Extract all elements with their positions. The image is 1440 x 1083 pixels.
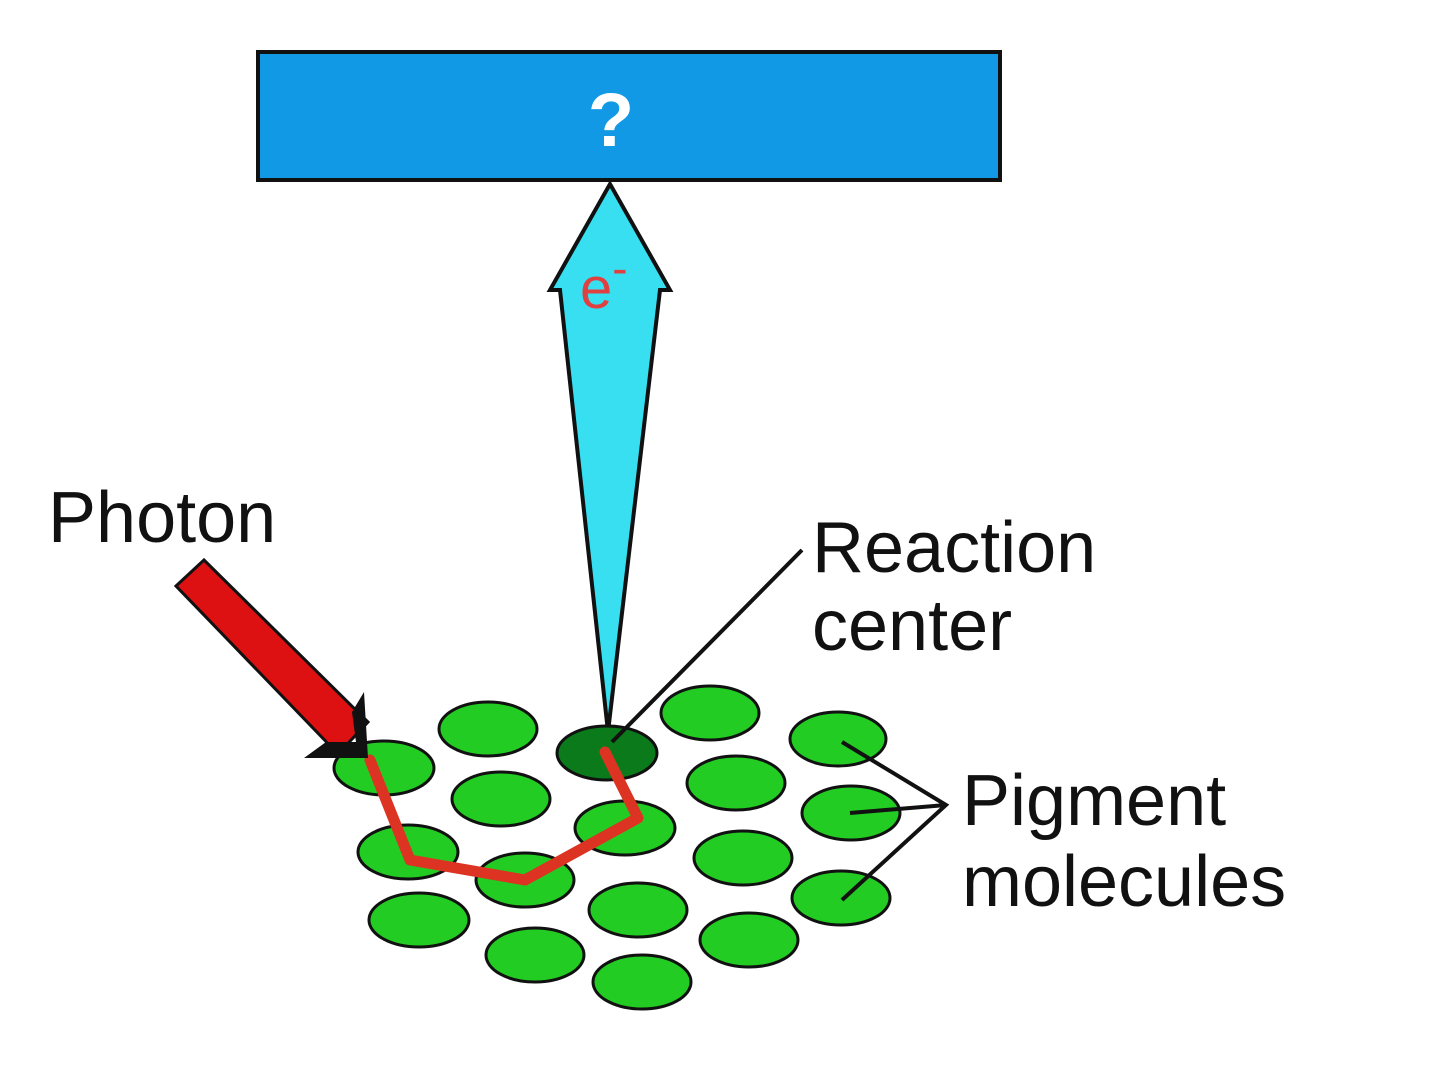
photon-arrow-head bbox=[304, 692, 368, 758]
reaction-center-leader bbox=[610, 548, 804, 744]
electron-transfer-arrow: e- bbox=[546, 179, 674, 733]
pigment-molecule bbox=[685, 754, 787, 812]
photon-arrow-shaft bbox=[173, 557, 371, 757]
acceptor-box bbox=[256, 50, 1002, 182]
pigment-molecule bbox=[367, 891, 471, 949]
electron-charge: - bbox=[612, 242, 627, 294]
reaction-center-label: Reaction center bbox=[812, 508, 1116, 666]
acceptor-label: ? bbox=[588, 78, 634, 163]
pigment-molecule bbox=[450, 770, 552, 828]
pigment-molecule bbox=[587, 881, 689, 939]
pigment-molecule bbox=[591, 953, 693, 1011]
pigment-molecule bbox=[790, 869, 892, 927]
pigment-molecule bbox=[692, 829, 794, 887]
energy-transfer-path bbox=[364, 746, 644, 886]
pigment-molecule bbox=[437, 700, 539, 758]
electron-arrow-shape bbox=[546, 179, 674, 733]
electron-symbol: e- bbox=[580, 242, 628, 321]
photon-label: Photon bbox=[48, 478, 276, 558]
pigment-molecule bbox=[698, 911, 800, 969]
pigment-leaders bbox=[840, 740, 950, 902]
photon-arrow bbox=[173, 557, 371, 758]
pigment-molecule bbox=[484, 926, 586, 984]
pigment-molecule bbox=[659, 684, 761, 742]
pigment-molecules-label: Pigment molecules bbox=[962, 761, 1286, 922]
electron-acceptor: ? bbox=[256, 50, 1002, 182]
pigment-leader bbox=[849, 803, 947, 815]
